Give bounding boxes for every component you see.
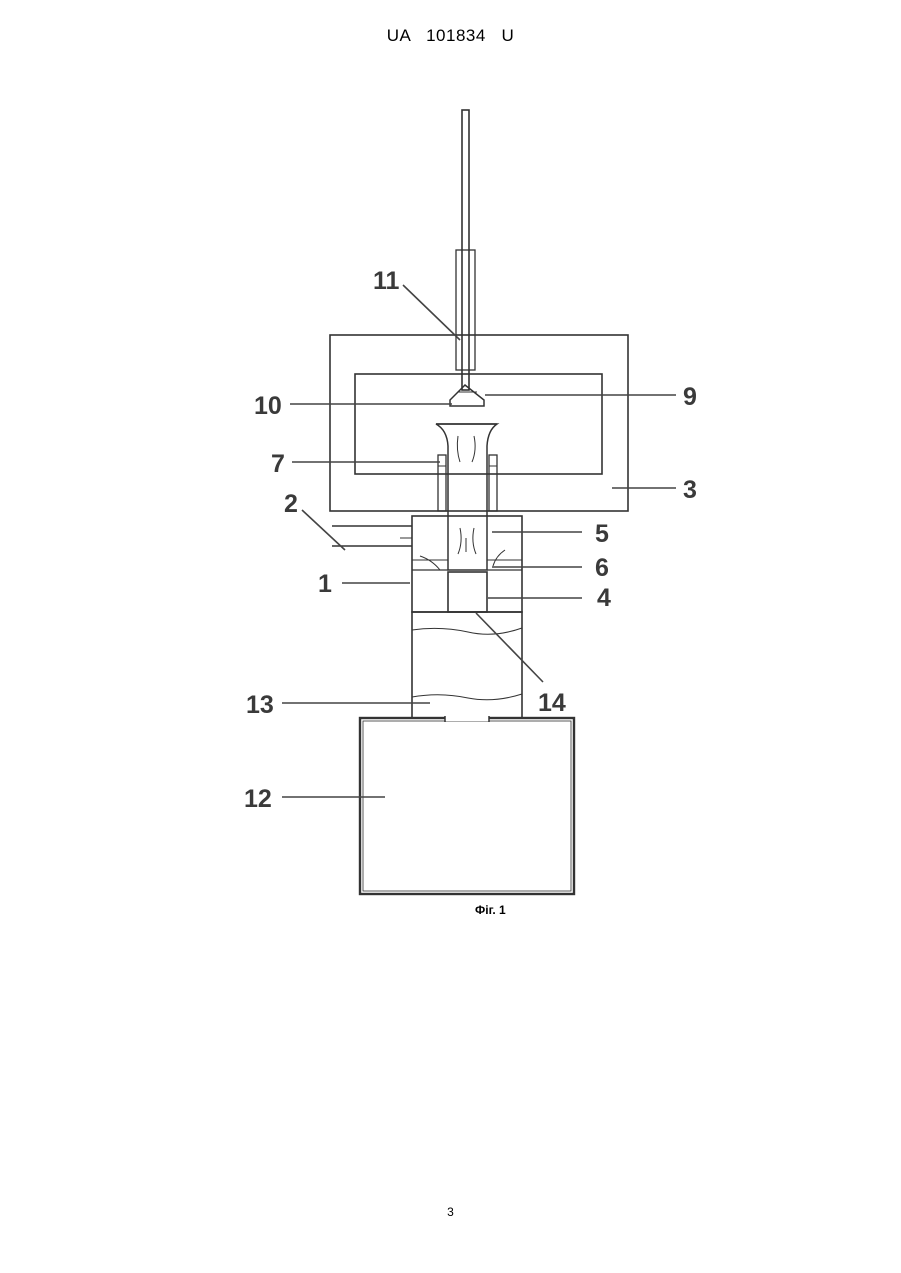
inlet-pipe [332, 526, 412, 546]
rod [456, 110, 475, 390]
label-12: 12 [244, 785, 272, 813]
label-5: 5 [595, 520, 609, 548]
sleeve [438, 455, 497, 511]
page-number: 3 [0, 1205, 901, 1219]
cone-nozzle [450, 385, 484, 406]
label-3: 3 [683, 476, 697, 504]
label-1: 1 [318, 570, 332, 598]
label-2: 2 [284, 490, 298, 518]
receiver-tank [360, 716, 574, 894]
label-10: 10 [254, 392, 282, 420]
outer-housing [330, 335, 628, 511]
label-14: 14 [538, 689, 566, 717]
label-4: 4 [597, 584, 611, 612]
flared-tube [436, 424, 497, 570]
figure-caption: Фіг. 1 [475, 903, 506, 917]
label-13: 13 [246, 691, 274, 719]
label-9: 9 [683, 383, 697, 411]
label-6: 6 [595, 554, 609, 582]
lower-column [412, 612, 522, 718]
label-11: 11 [373, 267, 400, 295]
label-7: 7 [271, 450, 285, 478]
